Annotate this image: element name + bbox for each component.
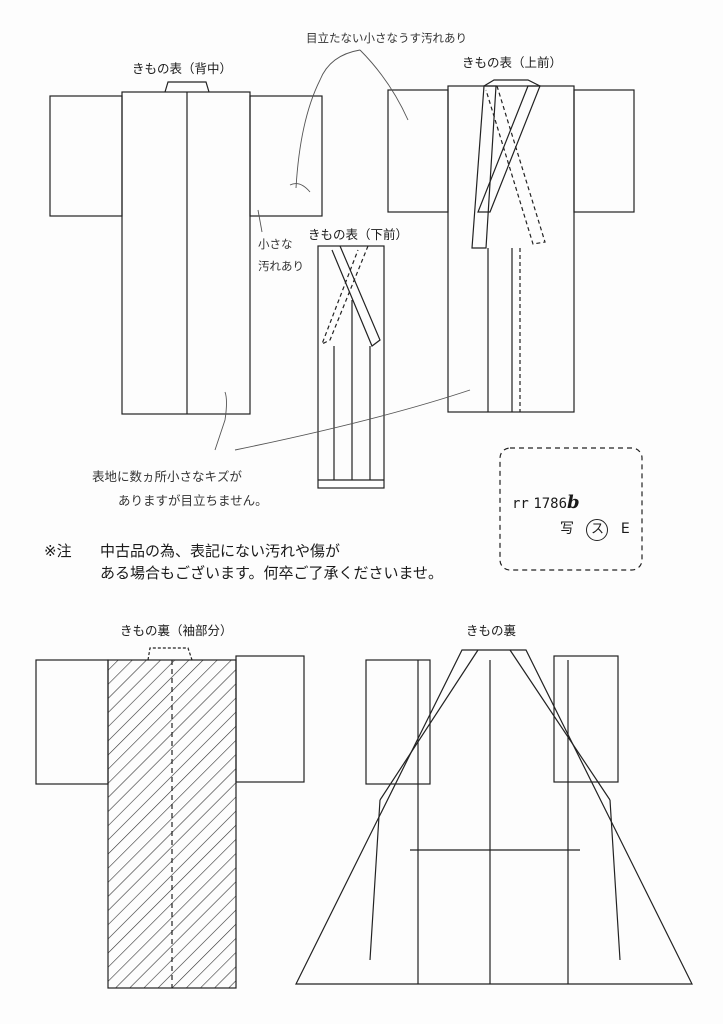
handwritten-note-bottom-1: 表地に数ヵ所小さなキズが <box>92 469 243 484</box>
note-leader-side <box>257 209 263 233</box>
reference-number: 1786 <box>533 496 568 512</box>
note-leader-right <box>359 49 409 121</box>
label-lining: きもの裏 <box>466 623 517 638</box>
reference-box <box>499 447 643 571</box>
note-leader-bottom-right <box>234 389 471 451</box>
kimono-lining-drawing <box>295 649 693 985</box>
kimono-lower-front-drawing <box>317 245 385 489</box>
kimono-upper-front-drawing <box>387 79 635 413</box>
label-upper-front: きもの表（上前） <box>462 55 563 70</box>
notice-mark: ※注 <box>44 542 72 560</box>
reference-code: rr 1786b <box>512 492 580 513</box>
label-lining-sleeve: きもの裏（袖部分） <box>120 623 233 638</box>
handwritten-note-side-2: 汚れあり <box>258 259 304 273</box>
label-lower-front: きもの表（下前） <box>308 227 409 242</box>
grade-label: E <box>620 521 630 537</box>
notice-line-1: 中古品の為、表記にない汚れや傷が <box>100 542 341 560</box>
note-leader-bottom-left <box>214 391 227 451</box>
kimono-back-drawing <box>49 81 323 415</box>
photo-label: 写 <box>560 521 574 537</box>
handwritten-note-bottom-2: ありますが目立ちません。 <box>118 493 268 508</box>
reference-prefix: rr <box>512 496 529 512</box>
kimono-lining-sleeve-drawing <box>35 647 305 989</box>
label-back: きもの表（背中） <box>132 61 233 76</box>
notice-line-2: ある場合もございます。何卒ご了承くださいませ。 <box>100 564 444 582</box>
reference-suffix: b <box>567 492 580 513</box>
handwritten-note-top: 目立たない小さなうす汚れあり <box>306 31 467 45</box>
photo-row: 写 ス E <box>560 518 630 541</box>
handwritten-note-side-1: 小さな <box>258 237 293 251</box>
photo-mark: ス <box>586 519 609 541</box>
note-leader-top <box>295 49 361 189</box>
